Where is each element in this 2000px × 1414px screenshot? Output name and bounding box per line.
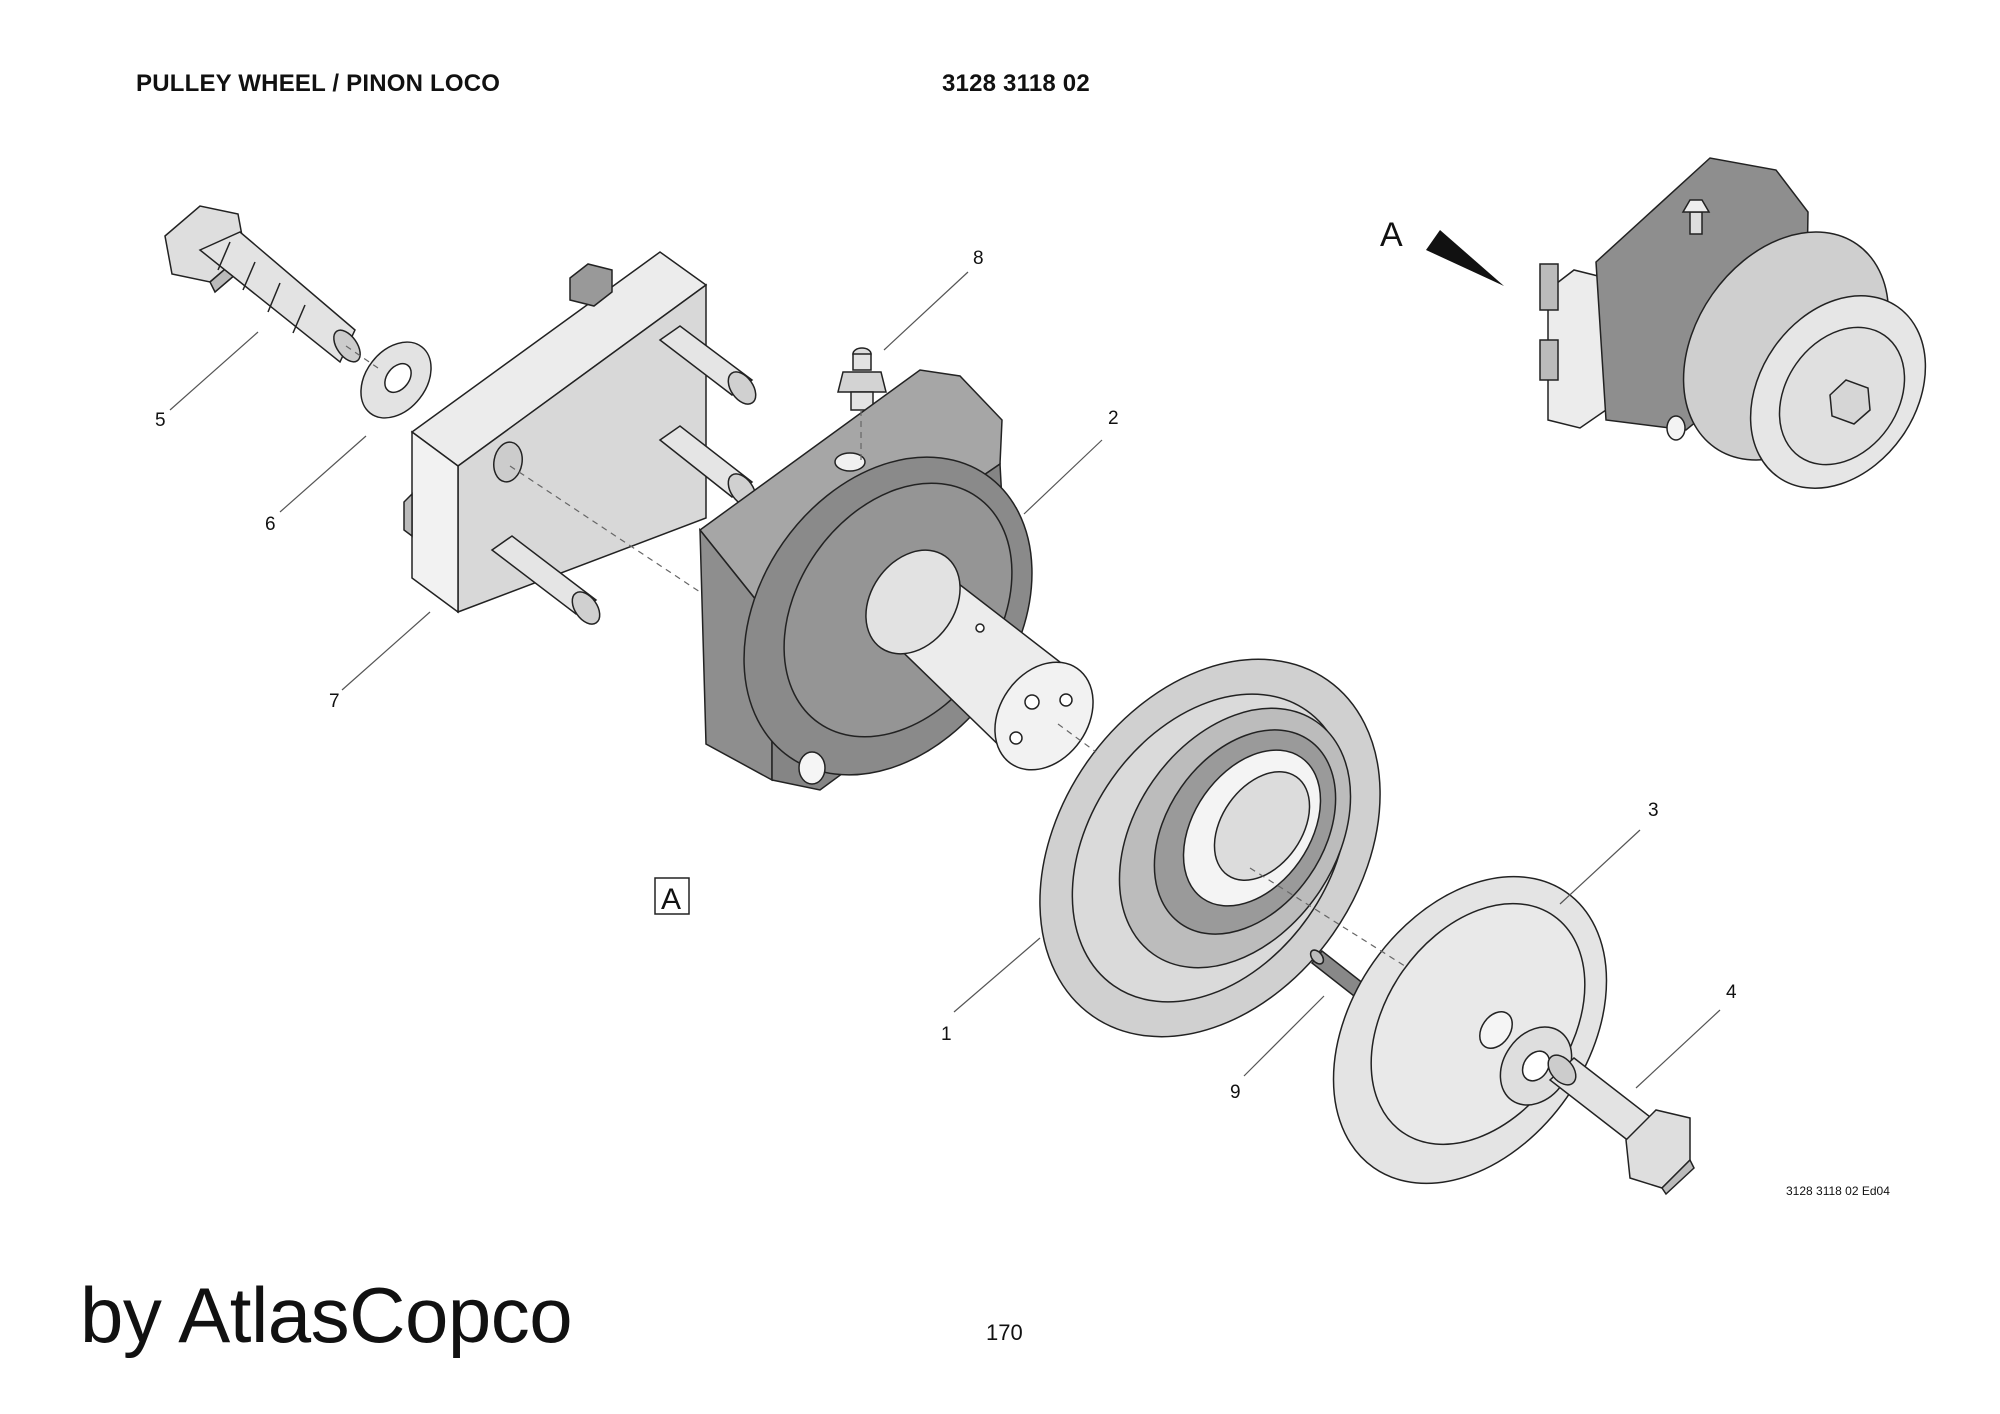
callout-6: 6 bbox=[265, 514, 276, 535]
part-5-bolt bbox=[164, 205, 361, 364]
callout-2: 2 bbox=[1108, 408, 1119, 429]
edition-code: 3128 3118 02 Ed04 bbox=[1786, 1184, 1890, 1198]
callout-7: 7 bbox=[329, 691, 340, 712]
assembled-view bbox=[1539, 157, 1927, 489]
callout-labels: 5 6 7 8 2 1 9 3 4 bbox=[155, 248, 1737, 1103]
part-7-base-plate bbox=[403, 251, 757, 625]
callout-8: 8 bbox=[973, 248, 984, 269]
part-4-bolt bbox=[1547, 1054, 1695, 1196]
part-1-sprocket bbox=[1039, 658, 1381, 1038]
page-title: PULLEY WHEEL / PINON LOCO bbox=[136, 70, 501, 97]
view-arrow bbox=[1426, 230, 1504, 286]
view-box bbox=[654, 877, 690, 915]
callout-3: 3 bbox=[1648, 800, 1659, 821]
part-6-washer bbox=[360, 341, 432, 419]
leader-lines bbox=[169, 271, 1721, 1089]
callout-5: 5 bbox=[155, 410, 166, 431]
page-number: 170 bbox=[986, 1320, 1023, 1345]
view-arrow-label: A bbox=[1380, 216, 1403, 254]
callout-1: 1 bbox=[941, 1024, 952, 1045]
part-9-pin bbox=[1309, 949, 1366, 998]
callout-4: 4 bbox=[1726, 982, 1737, 1003]
brand-credit: by AtlasCopco bbox=[80, 1271, 573, 1359]
assembly-axis-lines bbox=[345, 345, 1409, 969]
part-3-end-cover bbox=[1332, 875, 1608, 1185]
document-number: 3128 3118 02 bbox=[942, 70, 1090, 97]
part-2-housing bbox=[698, 369, 1094, 791]
part-8-grease-nipple bbox=[837, 347, 887, 411]
callout-9: 9 bbox=[1230, 1082, 1241, 1103]
view-box-label: A bbox=[661, 883, 681, 916]
